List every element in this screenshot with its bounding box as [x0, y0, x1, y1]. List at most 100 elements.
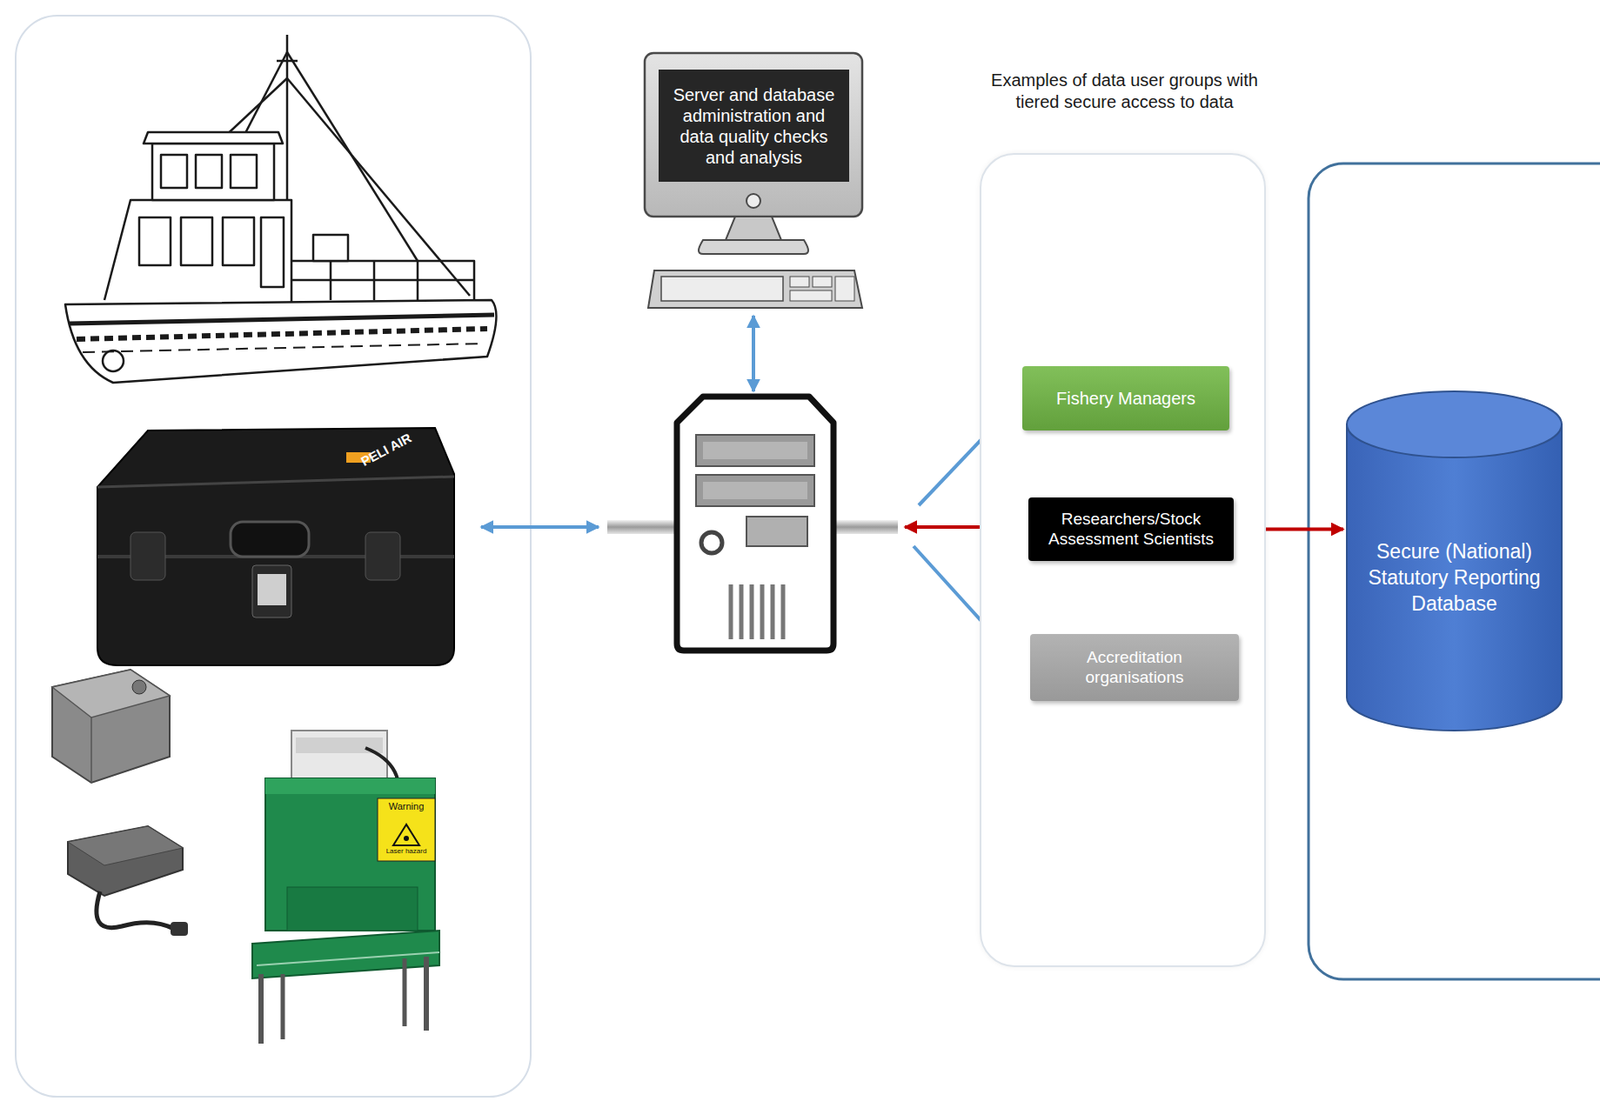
monitor-icon — [648, 270, 863, 308]
server-icon — [676, 396, 834, 651]
vessel-drawing — [222, 217, 255, 266]
cylinder-top — [1346, 391, 1562, 458]
vessel-drawing — [329, 261, 333, 301]
instrument-case — [365, 532, 401, 581]
server-icon — [760, 584, 765, 640]
sensor-unit — [52, 669, 170, 784]
sensor-unit — [67, 826, 183, 866]
vessel-drawing — [152, 143, 275, 201]
user-group-box: Fishery Managers — [1022, 366, 1230, 431]
server-icon — [702, 482, 808, 500]
vessel-drawing — [230, 154, 257, 188]
vessel-drawing — [195, 154, 222, 188]
measuring-machine — [402, 958, 408, 1027]
server-icon — [739, 584, 744, 640]
monitor-icon — [661, 276, 784, 302]
cylinder-text-area: Secure (National) Statutory Reporting Da… — [1357, 459, 1552, 698]
vessel-drawing — [104, 200, 292, 305]
user-group-box: Researchers/Stock Assessment Scientists — [1028, 497, 1234, 562]
sensor-unit — [90, 717, 93, 784]
group-heading: Examples of data user groups with tiered… — [985, 69, 1265, 114]
warning-sign-text: Warning — [380, 801, 433, 812]
measuring-machine — [258, 974, 264, 1045]
server-icon — [696, 435, 815, 467]
server-icon — [696, 475, 815, 507]
link-arrow — [481, 525, 599, 529]
box-label: Server and database administration and d… — [667, 84, 841, 168]
cylinder-body — [1346, 424, 1562, 731]
vessel-drawing — [291, 261, 475, 301]
sensor-unit — [67, 826, 183, 897]
box-label: Researchers/Stock Assessment Scientists — [1037, 509, 1226, 550]
database-label: Secure (National) Statutory Reporting Da… — [1357, 539, 1552, 618]
monitor-icon — [644, 53, 863, 217]
sensor-unit — [132, 680, 147, 695]
box-text-area: Fishery Managers — [1056, 388, 1196, 409]
monitor-icon — [725, 216, 782, 241]
vessel-drawing — [102, 350, 124, 372]
vessel-drawing — [261, 217, 284, 288]
instrument-case — [252, 565, 292, 618]
vessel-drawing — [313, 234, 349, 262]
instrument-case — [97, 476, 455, 488]
user-group-box: Accreditation organisations — [1030, 634, 1239, 702]
instrument-case — [97, 428, 455, 666]
measuring-machine — [287, 887, 418, 931]
database-panel — [1308, 163, 1600, 980]
sensor-unit — [52, 669, 170, 784]
monitor-icon — [746, 194, 761, 208]
vessel-drawing — [276, 60, 298, 63]
vessel-drawing — [76, 328, 488, 340]
server-icon — [746, 516, 808, 547]
server-icon — [749, 584, 755, 640]
measuring-machine — [377, 798, 436, 862]
screen-box: Server and database administration and d… — [658, 69, 850, 182]
measuring-machine — [252, 930, 440, 979]
monitor-icon — [789, 290, 832, 302]
measuring-machine — [256, 952, 440, 966]
box-text-area: Server and database administration and d… — [667, 84, 841, 168]
instrument-case — [230, 522, 309, 557]
sensor-unit — [170, 922, 188, 937]
box-label: Accreditation organisations — [1038, 648, 1231, 689]
vessel-drawing — [291, 279, 475, 282]
sensor-unit — [52, 669, 170, 718]
server-icon — [729, 584, 734, 640]
vessel-drawing — [180, 217, 213, 266]
sensor-unit — [67, 826, 188, 937]
monitor-icon — [812, 276, 832, 288]
box-text-area: Accreditation organisations — [1038, 648, 1231, 689]
measuring-machine — [252, 730, 440, 1045]
vessel-drawing — [82, 343, 483, 353]
measuring-machine — [403, 836, 409, 842]
database-cylinder: Secure (National) Statutory Reporting Da… — [1345, 389, 1564, 733]
vessel-drawing — [65, 34, 496, 383]
monitor-icon — [835, 276, 855, 302]
vessel-drawing — [143, 132, 283, 144]
server-icon — [770, 584, 776, 640]
measuring-machine — [281, 974, 286, 1040]
link-arrow — [751, 315, 756, 392]
monitor-icon — [644, 53, 863, 308]
measuring-machine — [291, 730, 388, 779]
measuring-machine — [393, 824, 420, 846]
vessel-drawing — [416, 261, 420, 301]
vessel-drawing — [69, 314, 495, 324]
box-label: Fishery Managers — [1056, 388, 1196, 409]
measuring-machine — [265, 778, 436, 795]
instrument-case — [97, 428, 455, 666]
box-text-area: Researchers/Stock Assessment Scientists — [1037, 509, 1226, 550]
user-group-panel: Examples of data user groups with tiered… — [979, 153, 1266, 968]
vessel-drawing — [139, 217, 171, 266]
server-icon — [730, 584, 784, 640]
server-icon — [676, 396, 834, 651]
instrument-case — [130, 532, 166, 581]
server-icon — [701, 532, 723, 554]
sensor-unit — [96, 891, 175, 930]
device-panel — [15, 15, 531, 1098]
monitor-icon — [789, 276, 810, 288]
monitor-icon — [698, 240, 809, 255]
warning-sign-text: Laser hazard — [378, 847, 435, 856]
server-icon — [702, 441, 808, 460]
